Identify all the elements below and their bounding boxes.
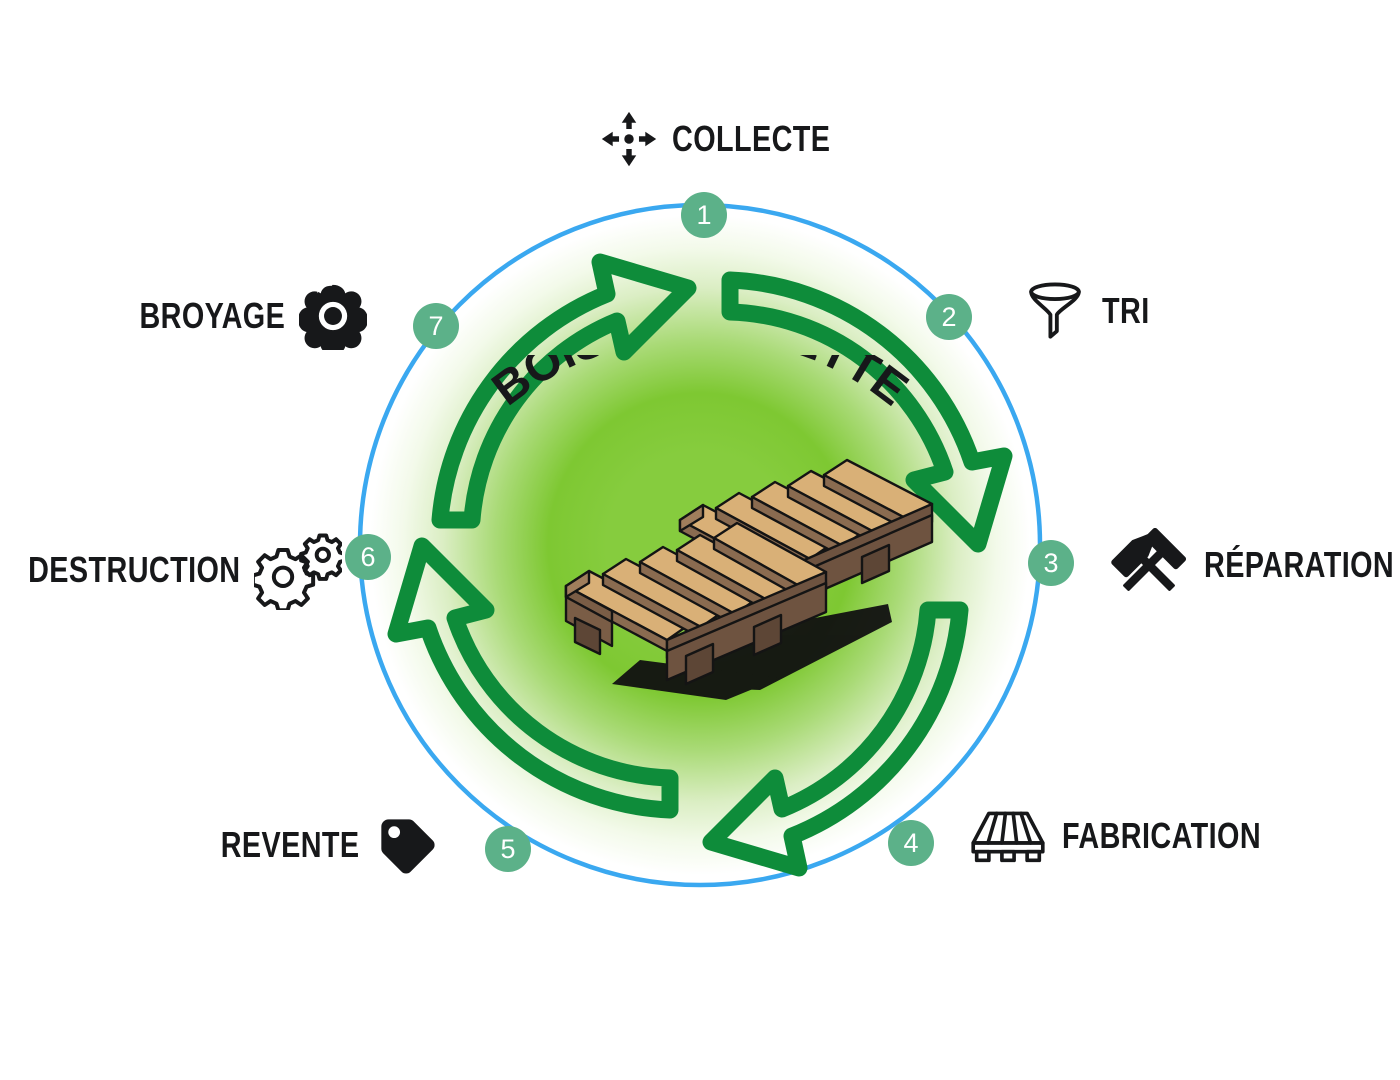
cycle-arrow-left — [387, 537, 679, 819]
step-item-tri[interactable]: TRI — [1022, 278, 1162, 344]
funnel-icon — [1022, 278, 1088, 344]
step-item-collecte[interactable]: COLLECTE — [600, 110, 870, 168]
step-item-revente[interactable]: REVENTE — [186, 812, 440, 878]
cycle-arrow-bottom — [702, 601, 969, 877]
step-badge-5[interactable]: 5 — [485, 826, 531, 872]
gears-icon — [250, 530, 347, 613]
step-label-fabrication: FABRICATION — [1062, 815, 1262, 856]
step-badge-4[interactable]: 4 — [888, 820, 934, 866]
price-tag-icon — [374, 812, 440, 878]
crossed-hammers-icon — [1108, 527, 1190, 602]
step-badge-3[interactable]: 3 — [1028, 540, 1074, 586]
step-badge-1[interactable]: 1 — [681, 192, 727, 238]
saw-blade-icon — [298, 282, 368, 355]
cycle-arrows — [387, 253, 1013, 877]
step-item-destruction[interactable]: DESTRUCTION — [0, 530, 347, 613]
step-item-reparation[interactable]: RÉPARATION — [1108, 527, 1400, 602]
step-label-collecte: COLLECTE — [672, 118, 831, 159]
step-item-fabrication[interactable]: FABRICATION — [968, 806, 1311, 866]
cycle-arrow-right — [721, 271, 1013, 553]
step-item-broyage[interactable]: BROYAGE — [103, 282, 368, 355]
cycle-arrow-top-left — [431, 253, 697, 529]
step-label-destruction: DESTRUCTION — [27, 549, 240, 590]
step-badge-2[interactable]: 2 — [926, 294, 972, 340]
step-badge-6[interactable]: 6 — [345, 534, 391, 580]
step-label-broyage: BROYAGE — [139, 295, 285, 336]
step-label-revente: REVENTE — [221, 824, 360, 865]
step-label-tri: TRI — [1102, 290, 1150, 331]
collect-arrows-icon — [600, 110, 658, 168]
step-badge-7[interactable]: 7 — [413, 303, 459, 349]
pallet-icon — [968, 806, 1048, 866]
step-label-reparation: RÉPARATION — [1204, 544, 1395, 585]
pallet-front — [564, 521, 828, 686]
